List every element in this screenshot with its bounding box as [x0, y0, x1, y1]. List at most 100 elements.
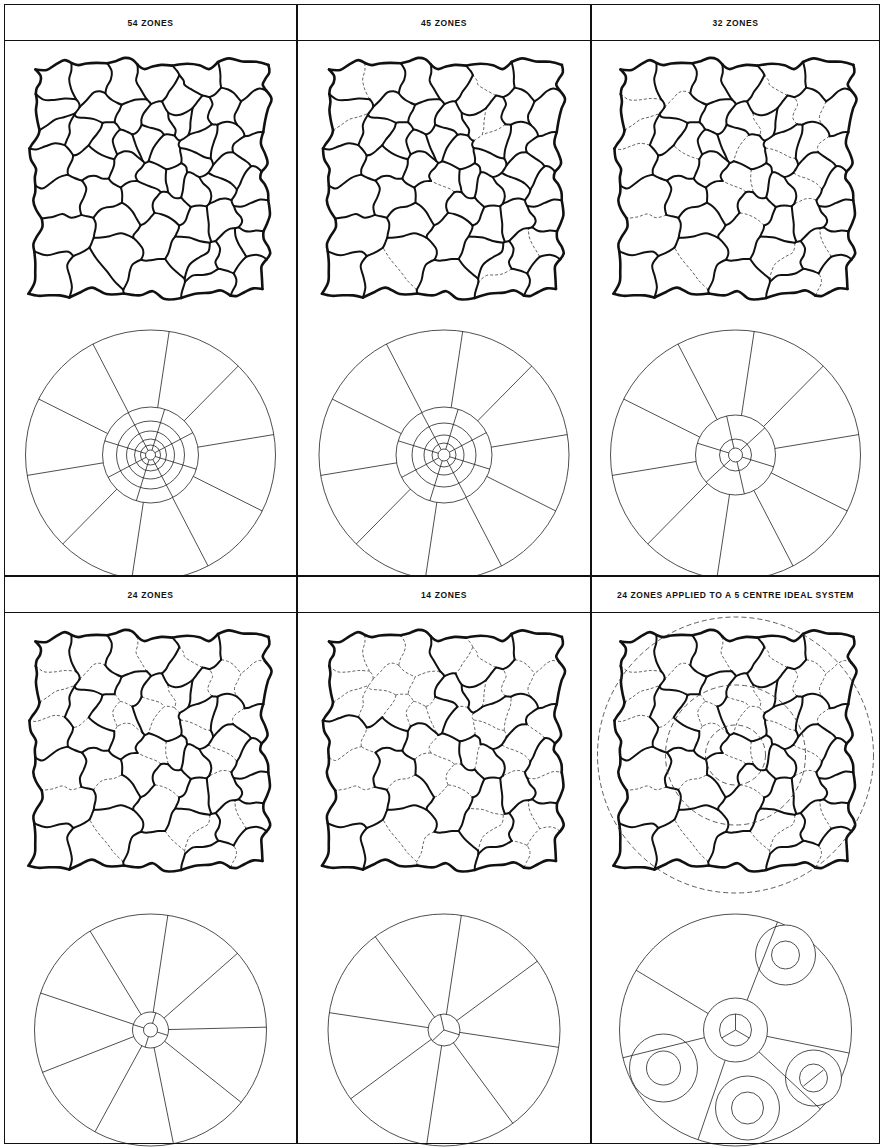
sub-centre: [772, 941, 800, 969]
zone-boundary: [189, 124, 212, 135]
zone-boundary: [659, 115, 687, 123]
subzone-boundary: [120, 701, 132, 706]
area-boundary: [29, 149, 36, 186]
zone-boundary: [370, 99, 374, 107]
subzone-boundary: [734, 707, 749, 733]
sector-line: [767, 1036, 849, 1053]
subzone-boundary: [502, 745, 531, 762]
zone-boundary: [619, 823, 658, 828]
subzone-boundary: [80, 663, 106, 679]
ring-line: [127, 431, 175, 479]
ring-line: [135, 439, 167, 471]
zone-boundary: [501, 97, 506, 124]
panel-header: 24 ZONES APPLIED TO A 5 CENTRE IDEAL SYS…: [592, 577, 879, 613]
zone-boundary: [73, 247, 89, 256]
panel-header: 45 ZONES: [298, 5, 590, 41]
area-boundary: [848, 200, 855, 231]
subzone-boundary: [168, 685, 175, 708]
subzone-boundary: [448, 785, 473, 798]
zone-boundary: [509, 228, 528, 241]
area-boundary: [261, 259, 266, 289]
sector-line: [432, 1030, 444, 1041]
zone-boundary: [718, 238, 728, 260]
zone-boundary: [113, 129, 120, 154]
zone-boundary: [442, 161, 460, 169]
subzone-boundary: [751, 169, 753, 192]
area-boundary: [323, 149, 330, 186]
subzone-boundary: [358, 687, 368, 717]
zone-boundary: [122, 671, 147, 677]
area-boundary: [554, 744, 562, 773]
zone-boundary: [115, 677, 122, 694]
sector-line: [440, 1014, 444, 1030]
zone-boundary: [816, 200, 818, 206]
subzone-boundary: [740, 213, 765, 226]
zone-boundary: [164, 134, 175, 135]
zone-boundary: [74, 115, 102, 123]
zone-boundary: [399, 63, 406, 93]
area-boundary: [363, 860, 417, 870]
zone-boundary: [459, 236, 469, 259]
area-boundary: [621, 94, 625, 130]
sector-line: [329, 1013, 428, 1028]
area-boundary: [654, 288, 708, 298]
zone-boundary: [532, 227, 557, 231]
zone-boundary: [678, 203, 707, 218]
area-boundary: [329, 666, 333, 702]
zone-boundary: [526, 136, 538, 152]
sector-line: [466, 498, 501, 566]
area-boundary: [181, 862, 230, 870]
zone-boundary: [180, 135, 188, 141]
zone-boundary: [493, 177, 505, 204]
zone-boundary: [698, 129, 705, 154]
area-boundary: [613, 251, 620, 293]
zone-boundary: [246, 255, 266, 259]
zone-boundary: [765, 707, 773, 713]
zone-boundary: [387, 790, 389, 810]
area-boundary: [555, 831, 560, 861]
subzone-boundary: [753, 685, 760, 708]
zone-boundary: [193, 96, 203, 109]
zone-boundary: [180, 148, 211, 158]
subzone-boundary: [751, 741, 753, 764]
zone-boundary: [819, 200, 853, 207]
zone-boundary: [323, 715, 358, 721]
zone-boundary: [218, 841, 233, 846]
zone-boundary: [399, 93, 415, 105]
subzone-boundary: [431, 181, 454, 192]
zone-boundary: [180, 148, 181, 163]
subzone-boundary: [524, 845, 530, 867]
zone-boundary: [690, 635, 697, 665]
zone-boundary: [472, 141, 474, 148]
zone-boundary: [753, 192, 766, 198]
zone-boundary: [502, 173, 531, 190]
subzone-boundary: [408, 694, 413, 701]
subzone-boundary: [700, 694, 705, 701]
panel-title: 14 ZONES: [421, 590, 467, 600]
subzone-boundary: [383, 819, 417, 861]
subzone-boundary: [504, 697, 511, 731]
ring-line: [720, 1014, 752, 1046]
zone-boundary: [172, 638, 179, 648]
zone-boundary: [181, 854, 185, 870]
zone-boundary: [766, 769, 776, 779]
zone-boundary: [765, 135, 773, 141]
ideal-system: [26, 330, 276, 580]
area-boundary: [263, 65, 270, 91]
area-boundary: [845, 744, 853, 773]
sector-line: [754, 491, 793, 566]
panel-illustration: [26, 58, 276, 580]
subzone-boundary: [793, 173, 822, 190]
subzone-boundary: [540, 827, 560, 831]
zone-boundary: [251, 166, 262, 171]
subzone-boundary: [373, 663, 399, 679]
area-boundary: [231, 288, 263, 296]
zone-boundary: [199, 173, 208, 177]
subzone-boundary: [820, 228, 831, 256]
zone-boundary: [367, 819, 383, 828]
zone-boundary: [367, 145, 383, 155]
zone-boundary: [123, 832, 141, 862]
ring-line: [141, 445, 161, 465]
zone-boundary: [822, 125, 830, 136]
sub-centre-zone: [630, 1034, 698, 1102]
